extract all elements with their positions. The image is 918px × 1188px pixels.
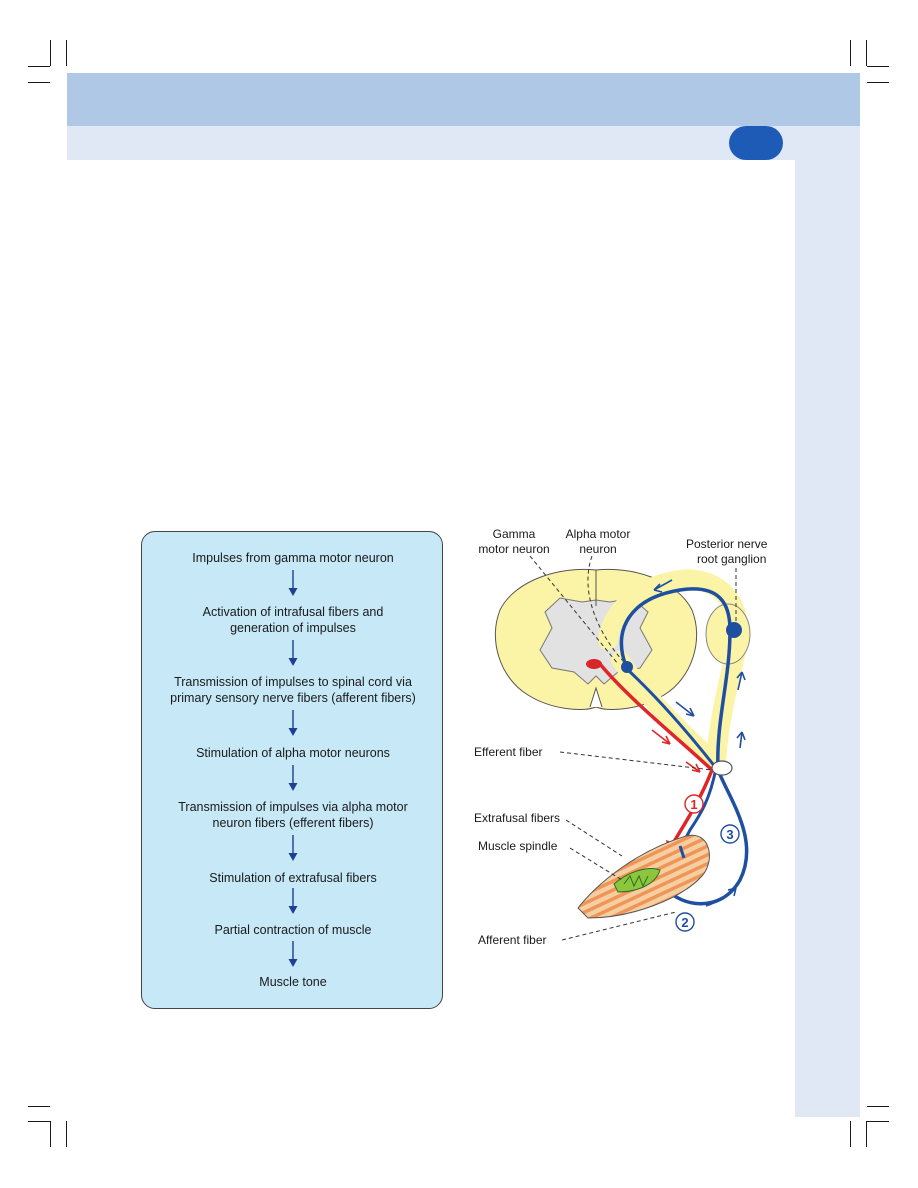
marker-3-label: 3 <box>726 827 733 842</box>
impulse-direction-arrows <box>651 579 746 907</box>
crop-mark <box>850 1121 851 1147</box>
label-muscle-spindle: Muscle spindle <box>478 839 558 853</box>
gamma-ending <box>678 845 686 859</box>
down-arrow-icon <box>288 710 298 736</box>
flow-step-7: Partial contraction of muscle <box>214 923 372 937</box>
flow-step-2: Activation of intrafusal fibers and gene… <box>142 604 444 636</box>
crop-mark <box>66 1121 67 1147</box>
down-arrow-icon <box>288 888 298 914</box>
flow-step-3-line-2: primary sensory nerve fibers (afferent f… <box>170 691 416 705</box>
crop-mark <box>867 1121 889 1122</box>
flow-step-5-line-2: neuron fibers (efferent fibers) <box>212 816 374 830</box>
posterior-root <box>598 569 749 770</box>
flowchart-box: Impulses from gamma motor neuron Activat… <box>141 531 443 1009</box>
central-canal <box>586 659 602 669</box>
crop-mark <box>28 1106 50 1107</box>
crop-mark <box>867 1106 889 1107</box>
crop-mark <box>866 1121 867 1147</box>
crop-mark <box>850 40 851 66</box>
label-gamma-line-2: motor neuron <box>478 542 549 556</box>
flow-step-2-line-2: generation of impulses <box>230 621 356 635</box>
crop-mark <box>28 1121 50 1122</box>
down-arrow-icon <box>288 941 298 967</box>
label-afferent-fiber: Afferent fiber <box>478 933 546 947</box>
crop-mark <box>66 40 67 66</box>
marker-2 <box>675 912 695 932</box>
label-ganglion-line-2: root ganglion <box>697 552 766 566</box>
label-ganglion-line-1: Posterior nerve <box>686 537 768 551</box>
crop-mark <box>50 1121 51 1147</box>
subheader-band <box>67 126 860 160</box>
flow-step-3-line-1: Transmission of impulses to spinal cord … <box>174 675 412 689</box>
label-gamma-line-1: Gamma <box>493 527 536 541</box>
flow-step-8: Muscle tone <box>259 975 327 989</box>
crop-mark <box>866 40 867 66</box>
alpha-motor-neuron <box>621 661 633 673</box>
crop-mark <box>50 40 51 66</box>
header-band <box>67 73 860 126</box>
flow-step-5-line-1: Transmission of impulses via alpha motor <box>178 800 408 814</box>
marker-1-label: 1 <box>690 797 697 812</box>
muscle-spindle-reflex-diagram: 1 3 2 Gamma motor neuron Alpha motor neu… <box>474 527 768 947</box>
label-alpha-line-2: neuron <box>579 542 616 556</box>
marker-1 <box>684 794 704 814</box>
flow-step-4: Stimulation of alpha motor neurons <box>196 746 390 760</box>
flow-step-6: Stimulation of extrafusal fibers <box>209 871 377 885</box>
ventral-fissure <box>589 686 603 708</box>
marker-2-label: 2 <box>681 915 688 930</box>
page-number-badge <box>729 126 783 160</box>
marker-3 <box>720 824 740 844</box>
down-arrow-icon <box>288 835 298 861</box>
label-efferent-fiber: Efferent fiber <box>474 745 542 759</box>
label-extrafusal-fibers: Extrafusal fibers <box>474 811 560 825</box>
crop-mark <box>28 66 50 67</box>
efferent-fiber-path <box>598 662 715 846</box>
flow-step-3: Transmission of impulses to spinal cord … <box>142 674 444 706</box>
side-margin-band <box>795 160 860 1117</box>
flow-step-5: Transmission of impulses via alpha motor… <box>142 799 444 831</box>
crop-mark <box>867 66 889 67</box>
leader-lines <box>529 555 737 941</box>
spindle-coil <box>623 874 649 888</box>
flow-step-2-line-1: Activation of intrafusal fibers and <box>202 605 384 619</box>
nerve-trunk <box>711 760 733 776</box>
crop-mark <box>28 82 50 83</box>
down-arrow-icon <box>288 570 298 596</box>
down-arrow-icon <box>288 765 298 791</box>
flow-step-1: Impulses from gamma motor neuron <box>192 551 394 565</box>
crop-mark <box>867 82 889 83</box>
label-alpha-line-1: Alpha motor <box>566 527 631 541</box>
down-arrow-icon <box>288 640 298 666</box>
